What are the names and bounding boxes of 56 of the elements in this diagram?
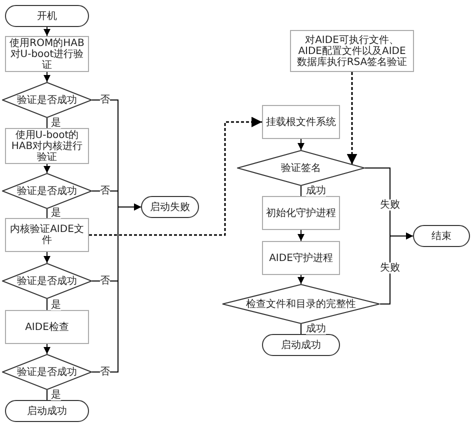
process-box	[262, 105, 340, 139]
node-text: 检查文件和目录的完整性	[245, 298, 357, 310]
connector-arrow	[44, 344, 50, 354]
node-text: AIDE守护进程	[268, 252, 334, 264]
node-text: 启动成功	[280, 340, 322, 350]
node-text: 使用U-boot的HAB对内核进行验证	[10, 130, 84, 162]
node-text: 验证是否成功	[16, 366, 78, 378]
process-box	[262, 241, 340, 275]
connector-arrow	[298, 138, 304, 150]
decision-diamond	[2, 82, 92, 118]
node-text: 初始化守护进程	[265, 208, 337, 218]
connector-arrow	[92, 204, 142, 372]
connector-arrow	[44, 72, 50, 82]
edge-label: 是	[51, 300, 61, 310]
connector-arrow	[380, 232, 414, 304]
connector-arrow	[298, 274, 304, 284]
decision-diamond	[2, 173, 92, 209]
connector-arrow	[44, 26, 50, 36]
edge-label: 失败	[380, 262, 400, 274]
edge-label: 是	[51, 208, 61, 218]
node-text: 开机	[36, 10, 58, 22]
node-text: 挂载根文件系统	[265, 116, 337, 128]
process-box	[290, 30, 414, 72]
node-text: AIDE检查	[24, 322, 70, 332]
node-text: 启动失败	[149, 202, 191, 212]
edge-label: 成功	[306, 324, 326, 334]
node-text: 内核验证AIDE文件	[9, 224, 85, 246]
connector-arrow	[44, 164, 50, 174]
connector-arrow	[89, 116, 262, 236]
node-text: 结束	[430, 230, 452, 242]
decision-diamond	[2, 263, 92, 299]
process-box	[5, 218, 89, 252]
edge-label: 成功	[306, 186, 326, 196]
connector-arrow	[44, 252, 50, 264]
edge-label: 失败	[380, 200, 400, 210]
process-box	[5, 310, 89, 344]
node-text: 验证签名	[280, 162, 322, 174]
node-text: 启动成功	[26, 406, 68, 416]
edge-label: 否	[100, 366, 110, 378]
process-box	[5, 128, 89, 164]
node-text: 验证是否成功	[16, 94, 78, 106]
decision-diamond	[237, 150, 365, 186]
edge-label: 是	[51, 390, 61, 400]
edge-label: 否	[100, 186, 110, 196]
edge-label: 否	[100, 94, 110, 106]
edge-label: 否	[100, 276, 110, 286]
edge-label: 是	[51, 118, 61, 128]
node-text: 验证是否成功	[16, 186, 78, 196]
node-text: 验证是否成功	[16, 276, 78, 286]
decision-diamond	[222, 284, 380, 324]
node-text: 对AIDE可执行文件、AIDE配置文件以及AIDE数据库执行RSA签名验证	[296, 34, 408, 68]
decision-diamond	[2, 354, 92, 390]
connector-arrow	[298, 230, 304, 242]
node-text: 使用ROM的HAB对U-boot进行验证	[8, 38, 86, 70]
process-box	[262, 196, 340, 230]
connector-arrow	[346, 72, 358, 164]
